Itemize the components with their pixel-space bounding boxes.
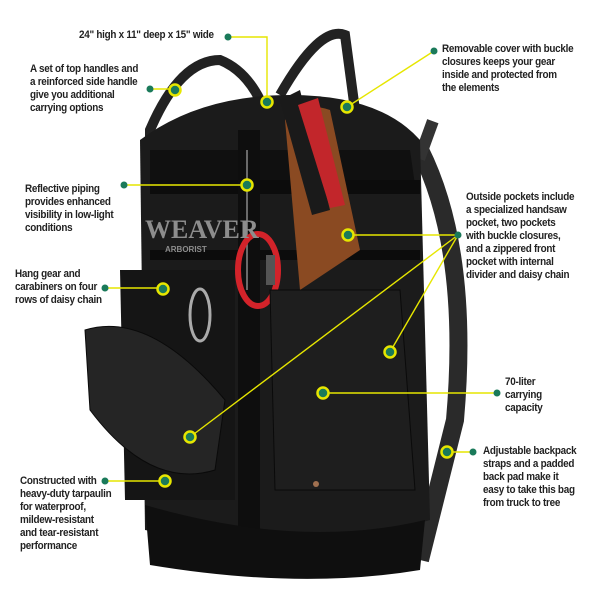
top-handle-right [275, 28, 360, 111]
feature-marker [440, 445, 454, 459]
callout-leaders [101, 33, 501, 488]
carabiner-red [235, 231, 281, 309]
svg-text:ARBORIST: ARBORIST [165, 245, 207, 254]
leader-line [346, 50, 435, 108]
brand-logo: WEAVER [145, 215, 259, 244]
feature-marker [168, 83, 182, 97]
leader-dot [493, 389, 501, 397]
leader-dot [146, 85, 154, 93]
feature-marker [240, 178, 254, 192]
leader-dot [101, 284, 109, 292]
bag-base [145, 505, 425, 579]
feature-marker [316, 386, 330, 400]
leader-dot [454, 231, 462, 239]
leader-line [228, 36, 268, 102]
leader-line [389, 234, 459, 353]
feature-marker [183, 430, 197, 444]
feature-marker [383, 345, 397, 359]
feature-marker [340, 100, 354, 114]
daisy-chain-row [150, 180, 420, 194]
callout-reflective: Reflective piping provides enhanced visi… [25, 183, 114, 234]
leader-dot [224, 33, 232, 41]
top-handle-left [145, 54, 265, 300]
leader-dot [430, 47, 438, 55]
backpack-strap [411, 145, 468, 563]
front-pocket [269, 289, 416, 491]
carabiner-silver [188, 287, 212, 343]
daisy-chain-row [150, 250, 420, 260]
callout-tarpaulin: Constructed with heavy-duty tarpaulin fo… [20, 475, 112, 552]
callout-straps: Adjustable backpack straps and a padded … [483, 445, 577, 509]
callout-dimensions: 24" high x 11" deep x 15" wide [79, 29, 214, 41]
callout-handles: A set of top handles and a reinforced si… [30, 63, 139, 114]
callout-pockets: Outside pockets include a specialized ha… [466, 191, 575, 281]
feature-marker [341, 228, 355, 242]
leader-line [189, 234, 459, 438]
callout-daisy-chain: Hang gear and carabiners on four rows of… [15, 268, 102, 306]
feature-marker [260, 95, 274, 109]
feature-marker [156, 282, 170, 296]
leader-dot [101, 477, 109, 485]
callout-capacity: 70-liter carrying capacity [505, 376, 543, 414]
leader-dot [120, 181, 128, 189]
center-strap [238, 130, 260, 570]
feature-marker [158, 474, 172, 488]
leader-dot [469, 448, 477, 456]
callout-cover: Removable cover with buckle closures kee… [442, 43, 574, 94]
